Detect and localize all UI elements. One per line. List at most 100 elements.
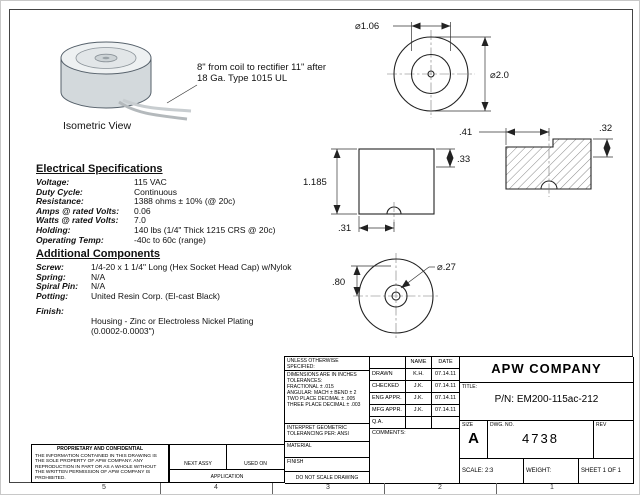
finish-cell: FINISH [285, 458, 370, 472]
zone-tick [384, 483, 385, 494]
wire-note-line1: 8" from coil to rectifier 11" after [197, 62, 326, 73]
title-label: TITLE: [462, 384, 478, 390]
part-number: P/N: EM200-115ac-212 [494, 394, 599, 405]
date-column-header: DATE [432, 357, 460, 369]
dim-bottom-hole: ⌀.27 [400, 262, 456, 289]
proprietary-title: PROPRIETARY AND CONFIDENTIAL [56, 446, 144, 452]
svg-text:⌀2.0: ⌀2.0 [490, 70, 509, 81]
approval-row-name: J.K. [406, 381, 432, 393]
top-view: ⌀1.06 ⌀2.0 [355, 21, 509, 118]
name-column-header: NAME [406, 357, 432, 369]
scale-cell: SCALE: 2:3 [460, 459, 524, 484]
approval-row-name: J.K. [406, 405, 432, 417]
rev-cell: REV [594, 421, 634, 459]
do-not-scale: DO NOT SCALE DRAWING [285, 472, 370, 484]
spec-row: Voltage:115 VAC [36, 177, 167, 187]
zone-label: 4 [214, 484, 218, 491]
sheet-cell: SHEET 1 OF 1 [579, 459, 634, 484]
side-view: 1.185 .33 .31 [303, 148, 470, 234]
tolerance-notes: DIMENSIONS ARE IN INCHES TOLERANCES: FRA… [285, 371, 370, 424]
spec-row: Holding:140 lbs (1/4" Thick 1215 CRS @ 2… [36, 224, 276, 235]
approval-row-label: MFG APPR. [370, 405, 406, 417]
finish-note: Finish: Housing - Zinc or Electroless Ni… [36, 306, 254, 336]
svg-text:.31: .31 [338, 223, 351, 234]
used-on-cell: USED ON [244, 461, 267, 467]
dim-section-height: .32 [593, 123, 613, 158]
comments-cell: COMMENTS: [370, 429, 460, 484]
dim-bottom-offset: .80 [332, 265, 391, 296]
zone-labels: 5 4 3 2 1 [1, 484, 639, 494]
approval-row-label: Q.A. [370, 417, 406, 429]
next-assy-cell: NEXT ASSY [170, 445, 227, 469]
svg-text:.33: .33 [457, 154, 470, 165]
svg-text:.41: .41 [459, 127, 472, 138]
approval-row-date: 07.14.11 [432, 369, 460, 381]
svg-text:.32: .32 [599, 123, 612, 134]
approval-row-date: 07.14.11 [432, 381, 460, 393]
additional-components: Additional Components Screw:1/4-20 x 1 1… [36, 248, 321, 336]
approval-header-blank [370, 357, 406, 369]
approval-row-date: 07.14.11 [432, 393, 460, 405]
zone-label: 1 [550, 484, 554, 491]
electrical-specs-title: Electrical Specifications [36, 163, 163, 175]
title-cell: TITLE: P/N: EM200-115ac-212 [460, 383, 634, 421]
zone-label: 2 [438, 484, 442, 491]
spec-row: Spiral Pin:N/A [36, 281, 106, 292]
zone-tick [496, 483, 497, 494]
section-view: .41 .32 [459, 123, 613, 197]
dim-outer-diameter: ⌀2.0 [435, 36, 509, 112]
dim-hole-offset: .31 [338, 216, 395, 234]
proprietary-note: PROPRIETARY AND CONFIDENTIAL THE INFORMA… [31, 444, 169, 483]
spec-row: Potting:United Resin Corp. (El-cast Blac… [36, 290, 220, 301]
spec-row: Duty Cycle:Continuous [36, 186, 178, 197]
approval-row-label: CHECKED [370, 381, 406, 393]
dim-side-step: .33 [436, 148, 470, 168]
spec-row: Operating Temp:-40c to 60c (range) [36, 234, 206, 245]
lead-wire [118, 100, 188, 121]
dim-side-height: 1.185 [303, 148, 357, 215]
approval-row-name [406, 417, 432, 429]
application-cell: APPLICATION [170, 469, 284, 483]
electrical-specs: Electrical Specifications Voltage:115 VA… [36, 163, 304, 245]
material-cell: MATERIAL [285, 442, 370, 458]
spec-row: Watts @ rated Volts:7.0 [36, 215, 146, 226]
size-value: A [468, 430, 479, 447]
approval-row-date [432, 417, 460, 429]
approval-row-label: ENG APPR. [370, 393, 406, 405]
application-block: NEXT ASSY USED ON APPLICATION [169, 444, 285, 483]
zone-tick [160, 483, 161, 494]
zone-tick [272, 483, 273, 494]
dim-inner-diameter: ⌀1.06 [355, 21, 451, 51]
company-name: APW COMPANY [460, 357, 634, 383]
spec-row: Resistance:1388 ohms ± 10% (@ 20c) [36, 196, 236, 207]
title-block: UNLESS OTHERWISE SPECIFIED: DIMENSIONS A… [284, 356, 634, 484]
zone-label: 3 [326, 484, 330, 491]
proprietary-text: THE INFORMATION CONTAINED IN THIS DRAWIN… [35, 453, 157, 481]
size-cell: SIZE A [460, 421, 488, 459]
interpret-geometric: INTERPRET GEOMETRIC TOLERANCING PER: ANS… [285, 424, 370, 442]
approval-row-name: K.H. [406, 369, 432, 381]
dwg-number: 4738 [522, 431, 559, 446]
svg-text:⌀1.06: ⌀1.06 [355, 21, 379, 32]
svg-text:1.185: 1.185 [303, 177, 327, 188]
wire-note-line2: 18 Ga. Type 1015 UL [197, 73, 287, 84]
zone-label: 5 [102, 484, 106, 491]
svg-text:.80: .80 [332, 277, 345, 288]
dim-section-width: .41 [459, 127, 550, 145]
spec-row: Spring:N/A [36, 271, 106, 282]
spec-row: Amps @ rated Volts:0.06 [36, 205, 151, 216]
isometric-view-label: Isometric View [63, 120, 131, 132]
unless-otherwise-specified: UNLESS OTHERWISE SPECIFIED: [285, 357, 370, 371]
lead-wire [122, 98, 192, 113]
approval-row-name: J.K. [406, 393, 432, 405]
dwg-no-cell: DWG. NO. 4738 [488, 421, 594, 459]
isometric-view [60, 41, 198, 121]
weight-cell: WEIGHT: [524, 459, 579, 484]
approval-row-label: DRAWN [370, 369, 406, 381]
additional-components-title: Additional Components [36, 248, 161, 260]
approval-row-date: 07.14.11 [432, 405, 460, 417]
bottom-view: .80 ⌀.27 [332, 253, 456, 339]
svg-text:⌀.27: ⌀.27 [437, 262, 456, 273]
